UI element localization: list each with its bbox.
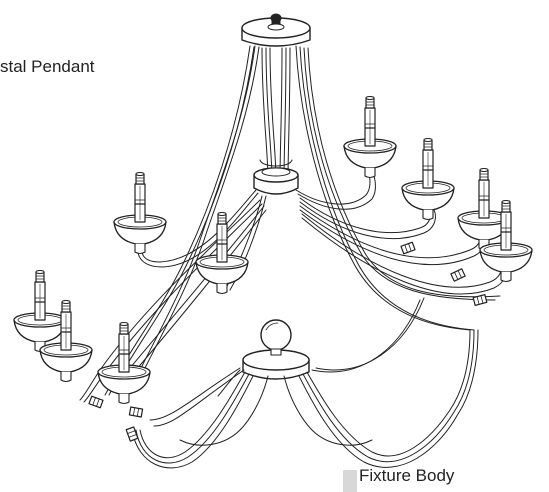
lower-hub [242,319,310,380]
fixture-body-marker-icon [343,470,357,492]
middle-hub [253,159,299,195]
partial-title-label: stal Pendant [0,57,95,76]
canopy [241,13,311,47]
fixture-body-label: Fixture Body [359,466,455,485]
lower-loops [131,297,479,469]
